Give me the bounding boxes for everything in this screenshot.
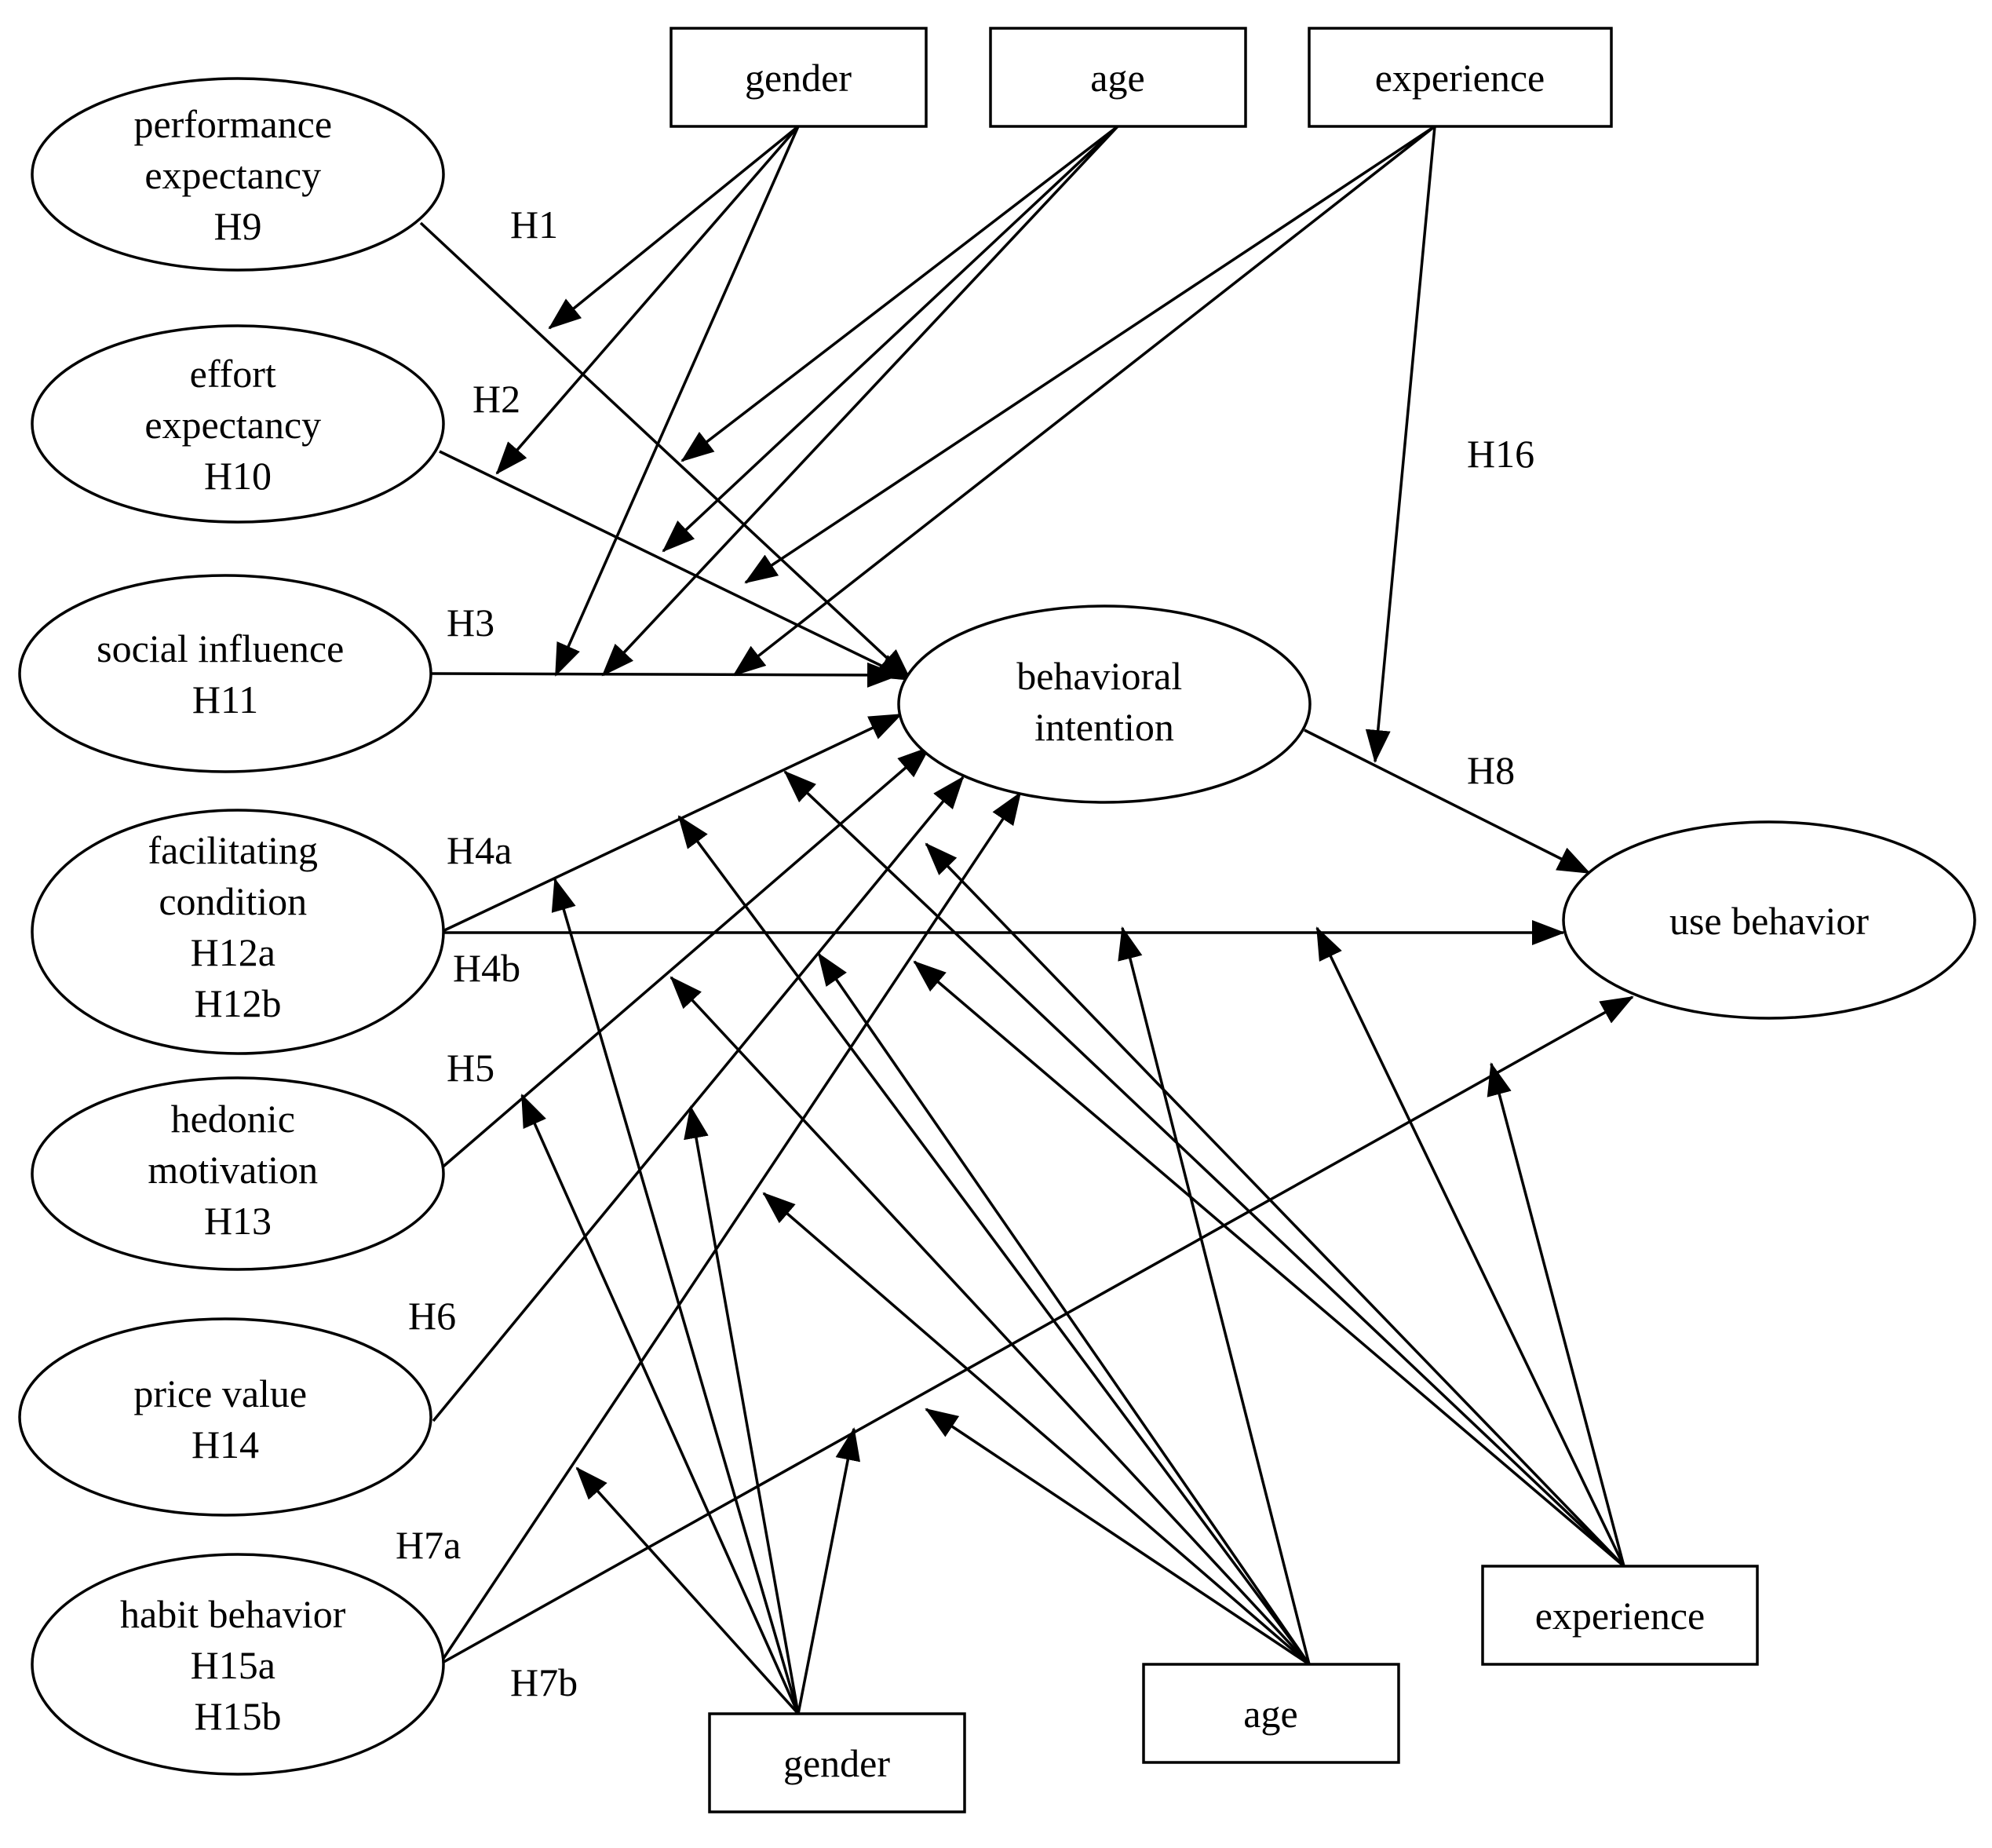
- label-h8: H8: [1467, 748, 1515, 792]
- edge-age-bot-1: [677, 815, 1311, 1666]
- svg-text:social influence H11: social influence H11: [97, 626, 354, 721]
- edge-hm-to-bi: [438, 746, 931, 1171]
- edge-gender-top-h3: [554, 126, 800, 677]
- edge-age-bot-2: [669, 976, 1311, 1666]
- svg-text:hedonic motivation: hedonic motivation H13: [148, 1097, 327, 1243]
- svg-text:behavioral intention: behavioral intention: [1016, 654, 1192, 749]
- edge-bi-to-ub: [1304, 729, 1591, 875]
- edge-age-bot-5: [925, 1408, 1310, 1666]
- svg-text:gender: gender: [783, 1741, 890, 1785]
- edge-fc-to-bi: [439, 713, 903, 934]
- label-h4a: H4a: [447, 828, 512, 872]
- edge-exp-bot-5: [1487, 1062, 1625, 1567]
- svg-text:age: age: [1090, 56, 1144, 100]
- edge-exp-bot-4: [1315, 926, 1625, 1567]
- svg-text:effort expectancy: effort expectancy H10: [144, 352, 330, 498]
- label-h3: H3: [447, 601, 494, 645]
- label-h7b: H7b: [510, 1660, 578, 1704]
- edge-age-bot-6: [1118, 926, 1311, 1665]
- svg-text:price value H14: price value H14: [133, 1371, 316, 1466]
- node-facilitating-condition: facilitating condition H12a H12b: [31, 809, 445, 1055]
- edge-gender-bot-1: [551, 878, 800, 1715]
- edge-gender-bot-2: [520, 1094, 800, 1715]
- svg-text:use behavior: use behavior: [1669, 899, 1869, 943]
- edges: [419, 125, 1634, 1715]
- label-h6: H6: [408, 1294, 456, 1338]
- edge-gender-top-h2: [495, 125, 800, 475]
- node-social-influence: social influence H11: [18, 574, 432, 773]
- node-hedonic-motivation: hedonic motivation H13: [31, 1076, 445, 1271]
- svg-text:facilitating condition: facilitating condition H12a H12b: [148, 828, 327, 1025]
- edge-gender-bot-5: [797, 1427, 861, 1715]
- node-effort-expectancy: effort expectancy H10: [31, 324, 445, 524]
- edge-exp-bot-3: [913, 960, 1625, 1568]
- edge-pe-to-bi: [419, 221, 912, 681]
- moderator-gender-bottom: gender: [708, 1712, 966, 1813]
- label-h7a: H7a: [396, 1523, 461, 1567]
- label-h16: H16: [1467, 432, 1534, 476]
- edge-age-bot-3: [817, 952, 1311, 1665]
- edge-exp-bot-1: [783, 770, 1625, 1568]
- edge-gender-bot-3: [684, 1105, 800, 1715]
- edge-age-top-c: [601, 125, 1119, 677]
- edge-exp-top-h16: [1365, 126, 1436, 763]
- node-habit-behavior: habit behavior H15a H15b: [31, 1553, 445, 1776]
- label-h1: H1: [510, 203, 558, 247]
- edge-pv-to-bi: [432, 776, 965, 1423]
- edge-exp-bot-2: [925, 842, 1625, 1568]
- edge-exp-top-b: [732, 125, 1436, 677]
- edge-exp-top-a: [744, 125, 1436, 584]
- svg-text:experience: experience: [1535, 1594, 1706, 1638]
- svg-text:gender: gender: [745, 56, 852, 100]
- edge-age-top-a: [680, 125, 1119, 462]
- label-h2: H2: [472, 377, 520, 421]
- edge-si-to-bi: [430, 662, 900, 688]
- label-h4b: H4b: [453, 946, 520, 990]
- moderator-experience-bottom: experience: [1481, 1565, 1759, 1666]
- edge-gender-top-h1: [548, 125, 800, 330]
- node-performance-expectancy: performance expectancy H9: [31, 77, 445, 272]
- moderator-age-top: age: [989, 27, 1247, 128]
- svg-text:habit behavior H15a: habit behavior H15a H15b: [120, 1592, 356, 1738]
- svg-text:age: age: [1243, 1692, 1297, 1736]
- moderator-gender-top: gender: [669, 27, 928, 128]
- svg-text:performance expectancy: performance expectancy H9: [133, 102, 341, 248]
- edge-hb-to-bi: [438, 791, 1022, 1665]
- node-price-value: price value H14: [18, 1317, 432, 1517]
- moderator-age-bottom: age: [1142, 1663, 1400, 1764]
- moderator-experience-top: experience: [1308, 27, 1613, 128]
- label-h5: H5: [447, 1046, 494, 1090]
- svg-text:experience: experience: [1375, 56, 1545, 100]
- edge-age-top-b: [662, 125, 1119, 553]
- node-use-behavior: use behavior: [1562, 820, 1976, 1020]
- edge-age-bot-4: [762, 1192, 1311, 1666]
- edge-ee-to-bi: [439, 450, 912, 681]
- edge-hb-to-ub: [439, 995, 1634, 1666]
- node-behavioral-intention: behavioral intention: [897, 604, 1312, 804]
- edge-gender-bot-4: [575, 1466, 800, 1715]
